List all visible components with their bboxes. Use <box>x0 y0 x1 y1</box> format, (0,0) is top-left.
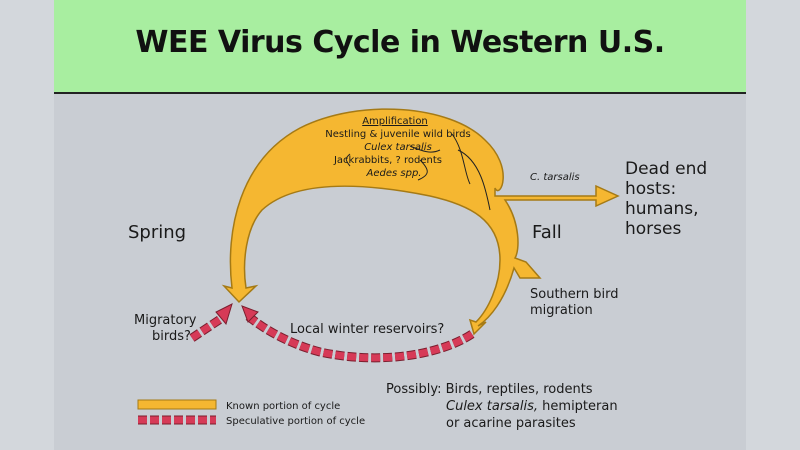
possibly-line-1: Possibly: Birds, reptiles, rodents <box>386 382 593 397</box>
speculative-migratory-arrow-fill <box>190 315 224 341</box>
amplification-heading: Amplification <box>362 116 428 127</box>
possibly-line-2: Culex tarsalis, hemipteran <box>446 399 618 414</box>
amplification-arrow-4 <box>417 159 428 181</box>
left-margin-strip <box>0 0 54 450</box>
vector-label: C. tarsalis <box>530 172 580 183</box>
legend-known-swatch <box>137 399 217 410</box>
migratory-line-1: Migratory <box>134 313 197 328</box>
season-fall-label: Fall <box>532 222 562 243</box>
diagram-title: WEE Virus Cycle in Western U.S. <box>135 24 665 60</box>
dead-end-line-3: humans, <box>625 199 699 219</box>
known-cycle-band <box>221 108 620 336</box>
possibly-line-2-rest: hemipteran <box>538 399 618 414</box>
legend-known-label: Known portion of cycle <box>226 401 340 412</box>
speculative-winter-arrowhead <box>241 305 259 323</box>
amplification-line-2: Culex tarsalis <box>364 142 432 153</box>
dead-end-line-2: hosts: <box>625 179 676 199</box>
southern-bird-line-1: Southern bird <box>530 287 619 302</box>
amplification-arrow-3 <box>409 145 441 153</box>
legend-speculative-label: Speculative portion of cycle <box>226 416 365 427</box>
title-underline <box>54 92 746 94</box>
migratory-line-2: birds? <box>152 329 191 344</box>
amplification-arrow-2 <box>457 149 491 211</box>
title-banner: WEE Virus Cycle in Western U.S. <box>54 0 746 92</box>
southern-bird-line-2: migration <box>530 303 593 318</box>
dead-end-line-4: horses <box>625 219 681 239</box>
local-winter-label: Local winter reservoirs? <box>290 322 444 337</box>
possibly-line-2-italic: Culex tarsalis, <box>446 399 538 414</box>
possibly-line-3: or acarine parasites <box>446 416 576 431</box>
amplification-line-4: Aedes spp. <box>366 168 422 179</box>
speculative-winter-arc-fill <box>245 313 474 362</box>
amplification-line-1: Nestling & juvenile wild birds <box>325 129 470 140</box>
season-spring-label: Spring <box>128 222 186 243</box>
right-margin-strip <box>746 0 800 450</box>
amplification-arrow-5 <box>345 153 351 167</box>
dead-end-line-1: Dead end <box>625 159 707 179</box>
amplification-arrow-1 <box>451 133 471 185</box>
speculative-migratory-arrowhead <box>215 303 233 326</box>
amplification-line-3: Jackrabbits, ? rodents <box>333 155 442 166</box>
